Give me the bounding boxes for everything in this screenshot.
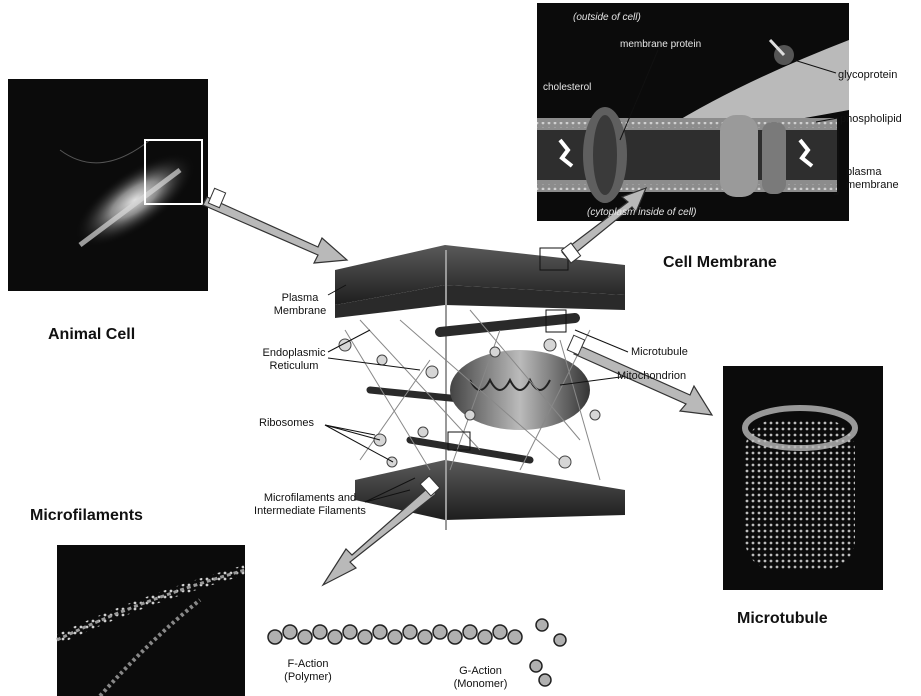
- cytoskeleton-cube-image: [335, 245, 625, 530]
- actin-monomer-image: [530, 619, 566, 686]
- microfilaments-image: [57, 545, 245, 696]
- caption-microtubule: Microtubule: [737, 610, 828, 628]
- label-phospholipid: phospholipid: [840, 113, 902, 125]
- label-endoplasmic-reticulum: Endoplasmic Reticulum: [255, 347, 333, 373]
- label-plasma-membrane: Plasma Membrane: [268, 292, 332, 318]
- label-g-action: G-Action (Monomer): [443, 665, 518, 691]
- actin-polymer-image: [268, 625, 522, 644]
- label-filaments: Microfilaments and Intermediate Filament…: [250, 492, 370, 518]
- caption-microfilaments: Microfilaments: [30, 507, 143, 525]
- cell-membrane-image: [537, 3, 849, 221]
- label-mitochondrion: Mitochondrion: [617, 370, 686, 383]
- label-microtubule: Microtubule: [631, 346, 688, 359]
- caption-cell-membrane: Cell Membrane: [663, 254, 777, 272]
- arrow-joints: [208, 188, 584, 496]
- caption-animal-cell: Animal Cell: [48, 326, 135, 344]
- animal-cell-image: [8, 79, 208, 291]
- label-cholesterol: cholesterol: [543, 82, 591, 93]
- label-membrane-protein: membrane protein: [620, 39, 701, 50]
- microtubule-image: [723, 366, 883, 590]
- label-ribosomes: Ribosomes: [259, 417, 314, 430]
- label-cytoplasm: (cytoplasm inside of cell): [587, 207, 696, 218]
- label-glycoprotein: glycoprotein: [838, 69, 897, 81]
- label-f-action: F-Action (Polymer): [278, 658, 338, 684]
- label-plasma-membrane-right: plasma membrane: [846, 166, 906, 192]
- label-outside-cell: (outside of cell): [573, 12, 641, 23]
